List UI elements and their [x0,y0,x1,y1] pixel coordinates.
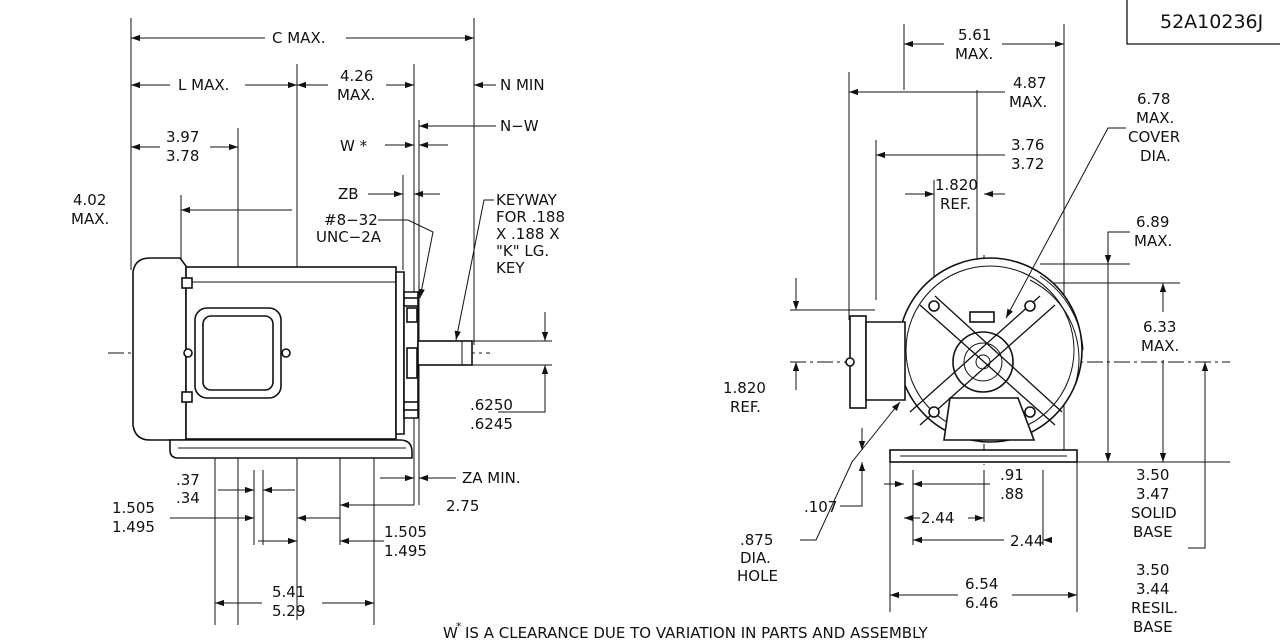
dim-n-w: N−W [500,117,539,135]
dim-1505-left-max: 1.505 [112,499,155,517]
keyway-line-4: "K" LG. [496,242,549,260]
dim-646-value: 6.46 [965,594,998,612]
keyway-line-5: KEY [496,259,525,277]
dim-402-value: 4.02 [73,191,106,209]
dim-376-value: 3.76 [1011,136,1044,154]
solid-base-label: SOLID [1131,504,1177,522]
resil-base-max: 3.50 [1136,561,1169,579]
solid-base-max: 3.50 [1136,466,1169,484]
footnote: W * IS A CLEARANCE DUE TO VARIATION IN P… [443,620,928,642]
dim-w-clearance: W * [340,137,368,155]
footnote-mark: W [443,624,458,642]
dim-372-value: 3.72 [1011,155,1044,173]
dim-zb: ZB [338,185,359,203]
title-block: 52A10236J [1126,0,1280,45]
dim-1820-ref-left-note: REF. [730,398,761,416]
resil-base-label-2: BASE [1133,618,1173,636]
keyway-line-1: KEYWAY [496,191,558,209]
dim-654-value: 6.54 [965,575,998,593]
dim-107: .107 [804,498,837,516]
side-view: C MAX. L MAX. 4.26 MAX. N MIN N−W W * 3.… [71,18,565,625]
dim-1495-left-min: 1.495 [112,518,155,536]
dim-689-value: 6.89 [1136,213,1169,231]
resil-base-label: RESIL. [1131,599,1178,617]
dim-n-min: N MIN [500,76,545,94]
motor-side-profile [132,257,473,459]
hole-dia-value: .875 [740,531,773,549]
dim-088-value: .88 [1000,485,1024,503]
thread-callout-spec: UNC−2A [316,228,382,246]
dim-561-value: 5.61 [958,26,991,44]
dim-za-min: ZA MIN. [462,469,521,487]
dim-shaft-max: .6250 [470,396,513,414]
keyway-line-2: FOR .188 [496,208,565,226]
dim-1495-right-min: 1.495 [384,542,427,560]
dim-487-value: 4.87 [1013,74,1046,92]
dim-529-value: 5.29 [272,602,305,620]
dim-541-value: 5.41 [272,583,305,601]
dim-l-max: L MAX. [178,76,229,94]
dim-678-note: MAX. [1136,109,1174,127]
drawing-number: 52A10236J [1160,11,1263,33]
dim-275: 2.75 [446,497,479,515]
dim-1505-right-max: 1.505 [384,523,427,541]
hole-note: HOLE [737,567,778,585]
dim-244-a: 2.44 [921,509,954,527]
thread-callout-size: #8−32 [324,211,378,229]
dim-561-note: MAX. [955,45,993,63]
dim-034-value: .34 [176,489,200,507]
dim-402-note: MAX. [71,210,109,228]
footnote-star: * [456,620,462,633]
dim-487-note: MAX. [1009,93,1047,111]
dim-678-dia: DIA. [1140,147,1171,165]
dim-1820-ref-top-value: 1.820 [935,176,978,194]
dim-426-value: 4.26 [340,67,373,85]
solid-base-label-2: BASE [1133,523,1173,541]
dim-633-note: MAX. [1141,337,1179,355]
motor-end-profile [845,257,1084,463]
dim-244-b: 2.44 [1010,532,1043,550]
dim-378-value: 3.78 [166,147,199,165]
dim-shaft-min: .6245 [470,415,513,433]
keyway-line-3: X .188 X [496,225,560,243]
dim-1820-ref-top-note: REF. [940,195,971,213]
dim-678-cover: COVER [1128,128,1180,146]
dim-091-value: .91 [1000,466,1024,484]
end-view: 5.61 MAX. 4.87 MAX. 6.78 MAX. COVER DIA.… [723,24,1230,636]
dim-1820-ref-left-value: 1.820 [723,379,766,397]
resil-base-min: 3.44 [1136,580,1169,598]
dim-426-note: MAX. [337,86,375,104]
dim-689-note: MAX. [1134,232,1172,250]
solid-base-min: 3.47 [1136,485,1169,503]
dim-037-value: .37 [176,471,200,489]
dim-c-max: C MAX. [272,29,326,47]
dim-633-value: 6.33 [1143,318,1176,336]
footnote-text: IS A CLEARANCE DUE TO VARIATION IN PARTS… [465,624,928,642]
dim-678-value: 6.78 [1137,90,1170,108]
dim-397-value: 3.97 [166,128,199,146]
hole-dia-note: DIA. [740,549,771,567]
